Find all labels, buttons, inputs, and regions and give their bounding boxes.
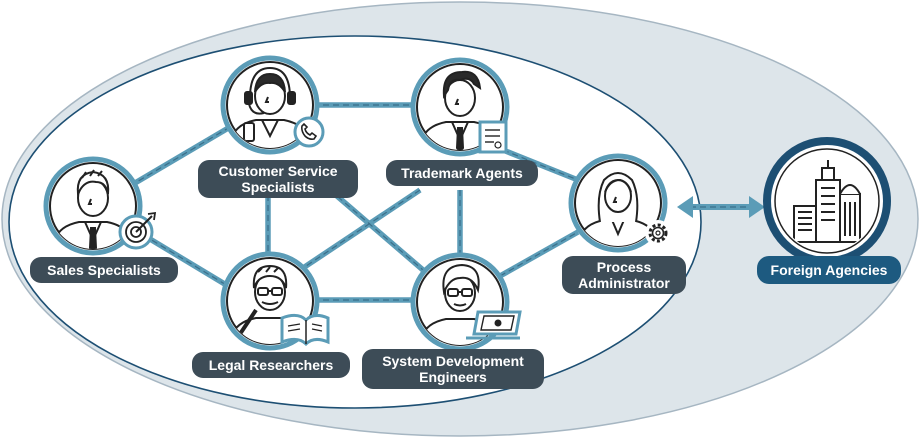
node-foreign-agencies[interactable]: Foreign Agencies: [757, 137, 901, 284]
node-label: System Development: [382, 353, 524, 369]
node-label: Legal Researchers: [209, 357, 334, 373]
node-label-line2: Administrator: [578, 275, 670, 291]
target-icon: [118, 211, 157, 250]
phone-icon: [293, 116, 325, 148]
node-label: Process: [597, 259, 652, 275]
book-icon: [280, 313, 330, 347]
node-label: Trademark Agents: [401, 165, 523, 181]
node-legal-researchers[interactable]: Legal Researchers: [192, 251, 350, 378]
headset-agent-icon: [231, 66, 309, 148]
connection-links-dash: [134, 104, 579, 301]
team-boundary-ellipse: [8, 35, 702, 409]
node-label: Sales Specialists: [47, 262, 161, 278]
node-customer-service[interactable]: Customer Service Specialists: [198, 55, 358, 198]
laptop-icon: [466, 310, 522, 340]
node-system-engineers[interactable]: System Development Engineers: [362, 252, 544, 389]
certificate-icon: [478, 120, 508, 154]
node-sales-specialists[interactable]: Sales Specialists: [30, 156, 178, 283]
node-process-administrator[interactable]: Process Administrator: [562, 153, 686, 294]
node-label: Foreign Agencies: [771, 262, 888, 278]
double-arrow-icon: [677, 196, 765, 218]
node-trademark-agents[interactable]: Trademark Agents: [386, 57, 538, 186]
node-label: Customer Service: [218, 163, 337, 179]
gear-icon: [645, 220, 671, 246]
node-label-line2: Engineers: [419, 369, 487, 385]
node-label-line2: Specialists: [241, 179, 314, 195]
